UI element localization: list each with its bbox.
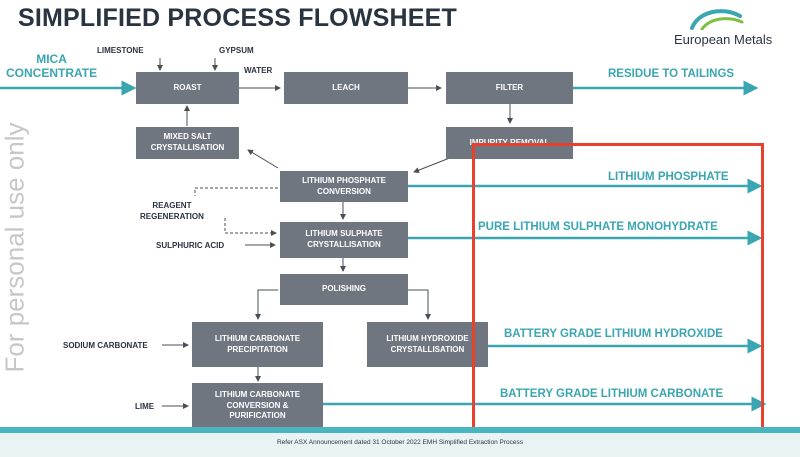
input-limestone: LIMESTONE bbox=[97, 46, 144, 55]
box-roast: ROAST bbox=[136, 72, 239, 104]
logo: European Metals bbox=[674, 8, 792, 48]
highlight-box bbox=[472, 143, 764, 435]
box-lithium-carbonate-conversion: LITHIUM CARBONATE CONVERSION & PURIFICAT… bbox=[192, 383, 323, 429]
footer: Refer ASX Announcement dated 31 October … bbox=[0, 427, 800, 457]
box-lithium-carbonate-precipitation: LITHIUM CARBONATE PRECIPITATION bbox=[192, 322, 323, 367]
logo-text: European Metals bbox=[674, 32, 773, 47]
box-lithium-sulphate-crystallisation: LITHIUM SULPHATE CRYSTALLISATION bbox=[280, 222, 408, 258]
footer-text: Refer ASX Announcement dated 31 October … bbox=[276, 439, 524, 446]
output-lithium-carbonate: BATTERY GRADE LITHIUM CARBONATE bbox=[500, 388, 724, 400]
input-gypsum: GYPSUM bbox=[219, 46, 254, 55]
output-lithium-hydroxide: BATTERY GRADE LITHIUM HYDROXIDE bbox=[504, 328, 723, 340]
box-polishing: POLISHING bbox=[280, 274, 408, 305]
input-sodium-carbonate: SODIUM CARBONATE bbox=[63, 341, 148, 350]
input-lime: LIME bbox=[135, 402, 155, 411]
output-lithium-phosphate: LITHIUM PHOSPHATE bbox=[608, 171, 729, 183]
footer-stripe bbox=[0, 427, 800, 433]
input-sulphuric-acid: SULPHURIC ACID bbox=[156, 241, 225, 250]
input-reagent-regeneration: REAGENT REGENERATION bbox=[140, 201, 204, 222]
box-filter: FILTER bbox=[446, 72, 573, 104]
box-lithium-hydroxide-crystallisation: LITHIUM HYDROXIDE CRYSTALLISATION bbox=[367, 322, 488, 367]
box-leach: LEACH bbox=[284, 72, 408, 104]
mica-label: MICA CONCENTRATE bbox=[6, 52, 98, 81]
swirl-logo-icon bbox=[690, 9, 744, 30]
page-title: SIMPLIFIED PROCESS FLOWSHEET bbox=[18, 4, 457, 32]
output-lithium-sulphate: PURE LITHIUM SULPHATE MONOHYDRATE bbox=[478, 221, 718, 233]
box-mixed-salt-crystallisation: MIXED SALT CRYSTALLISATION bbox=[136, 127, 239, 159]
output-residue: RESIDUE TO TAILINGS bbox=[608, 68, 735, 80]
input-mica-concentrate: MICA CONCENTRATE bbox=[6, 52, 97, 81]
box-lithium-phosphate-conversion: LITHIUM PHOSPHATE CONVERSION bbox=[280, 171, 408, 202]
input-water: WATER bbox=[244, 66, 273, 75]
